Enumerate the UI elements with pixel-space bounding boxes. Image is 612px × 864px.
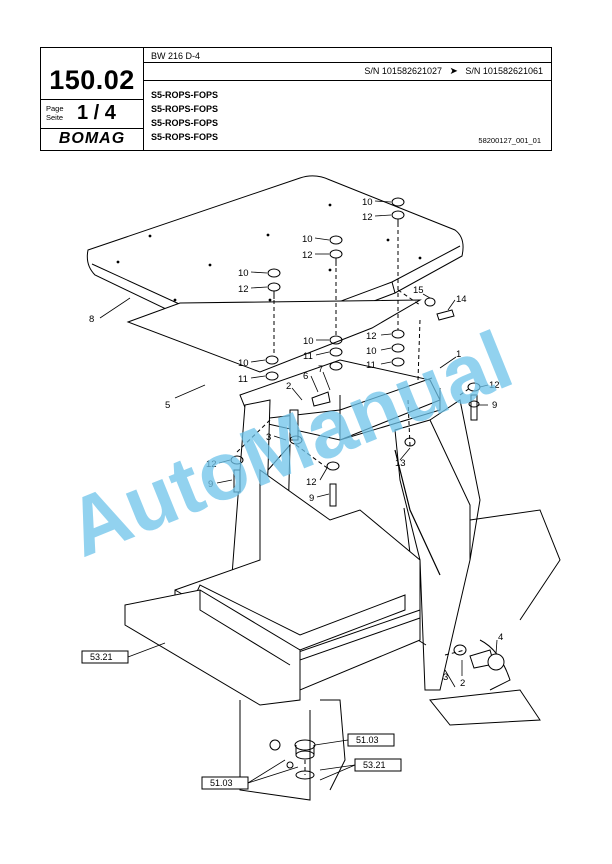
divider bbox=[143, 80, 551, 81]
ref-51-03: 51.03 bbox=[210, 778, 233, 788]
exploded-parts-drawing: 53.21 51.03 51.03 53.21 10 12 10 12 10 1… bbox=[81, 175, 561, 801]
callout: 2 bbox=[460, 678, 465, 689]
callout: 14 bbox=[456, 294, 467, 305]
callout: 15 bbox=[413, 285, 424, 296]
reference-boxes bbox=[81, 650, 402, 790]
callout: 5 bbox=[165, 400, 170, 411]
page-box: Page Seite 1 / 4 bbox=[41, 99, 143, 129]
callout: 2 bbox=[286, 381, 291, 392]
arrow-right-icon: ➤ bbox=[449, 66, 458, 77]
callout: 9 bbox=[492, 400, 497, 411]
ref-53-21: 53.21 bbox=[90, 652, 113, 662]
part-number: 150.02 bbox=[41, 62, 143, 100]
document-number: 58200127_001_01 bbox=[478, 136, 541, 145]
callout: 3 bbox=[266, 432, 271, 443]
ref-53-21: 53.21 bbox=[363, 760, 386, 770]
page-number: 1 / 4 bbox=[77, 102, 116, 124]
title-block: 150.02 Page Seite 1 / 4 BOMAG BW 216 D-4… bbox=[40, 47, 552, 151]
callout: 10 bbox=[362, 197, 373, 208]
callout: 10 bbox=[238, 358, 249, 369]
callout: 10 bbox=[238, 268, 249, 279]
callout: 7 bbox=[318, 364, 323, 375]
title-block-right: BW 216 D-4 S/N 101582621027 ➤ S/N 101582… bbox=[143, 48, 551, 150]
assembly-title: S5-ROPS-FOPS bbox=[151, 118, 219, 128]
callout: 12 bbox=[238, 284, 249, 295]
callout: 12 bbox=[362, 212, 373, 223]
callout: 8 bbox=[89, 314, 94, 325]
callout: 13 bbox=[395, 458, 406, 469]
callout: 10 bbox=[303, 336, 314, 347]
page-label-de: Seite bbox=[46, 113, 64, 122]
callout: 12 bbox=[302, 250, 313, 261]
leader-lines bbox=[99, 200, 498, 784]
assembly-guidelines bbox=[236, 230, 471, 775]
callout: 9 bbox=[208, 479, 213, 490]
callout: 12 bbox=[489, 380, 500, 391]
model-name: BW 216 D-4 bbox=[151, 51, 201, 61]
chassis bbox=[124, 509, 561, 801]
assembly-title: S5-ROPS-FOPS bbox=[151, 90, 219, 100]
assembly-title: S5-ROPS-FOPS bbox=[151, 132, 219, 142]
callout: 3 bbox=[443, 672, 448, 683]
title-block-left: 150.02 Page Seite 1 / 4 BOMAG bbox=[41, 48, 144, 150]
watermark-text: AutoManual bbox=[55, 314, 524, 574]
page-label-en: Page bbox=[46, 104, 64, 113]
callout: 11 bbox=[303, 351, 313, 362]
callout: 10 bbox=[366, 346, 377, 357]
callout: 4 bbox=[498, 632, 503, 643]
divider bbox=[143, 62, 551, 63]
callout: 9 bbox=[309, 493, 314, 504]
callout: 12 bbox=[206, 459, 217, 470]
callout: 6 bbox=[303, 371, 308, 382]
ref-51-03: 51.03 bbox=[356, 735, 379, 745]
callout: 12 bbox=[366, 331, 377, 342]
callout: 12 bbox=[306, 477, 317, 488]
callout: 11 bbox=[238, 374, 248, 385]
callout: 11 bbox=[366, 360, 376, 371]
callout: 1 bbox=[456, 349, 461, 360]
serial-range: S/N 101582621027 ➤ S/N 101582621061 bbox=[364, 66, 543, 77]
assembly-title: S5-ROPS-FOPS bbox=[151, 104, 219, 114]
assembly-titles: S5-ROPS-FOPS S5-ROPS-FOPS S5-ROPS-FOPS S… bbox=[151, 88, 218, 144]
serial-to: S/N 101582621061 bbox=[465, 66, 543, 76]
brand-logo: BOMAG bbox=[58, 130, 126, 147]
callout: 10 bbox=[302, 234, 313, 245]
serial-from: S/N 101582621027 bbox=[364, 66, 442, 76]
